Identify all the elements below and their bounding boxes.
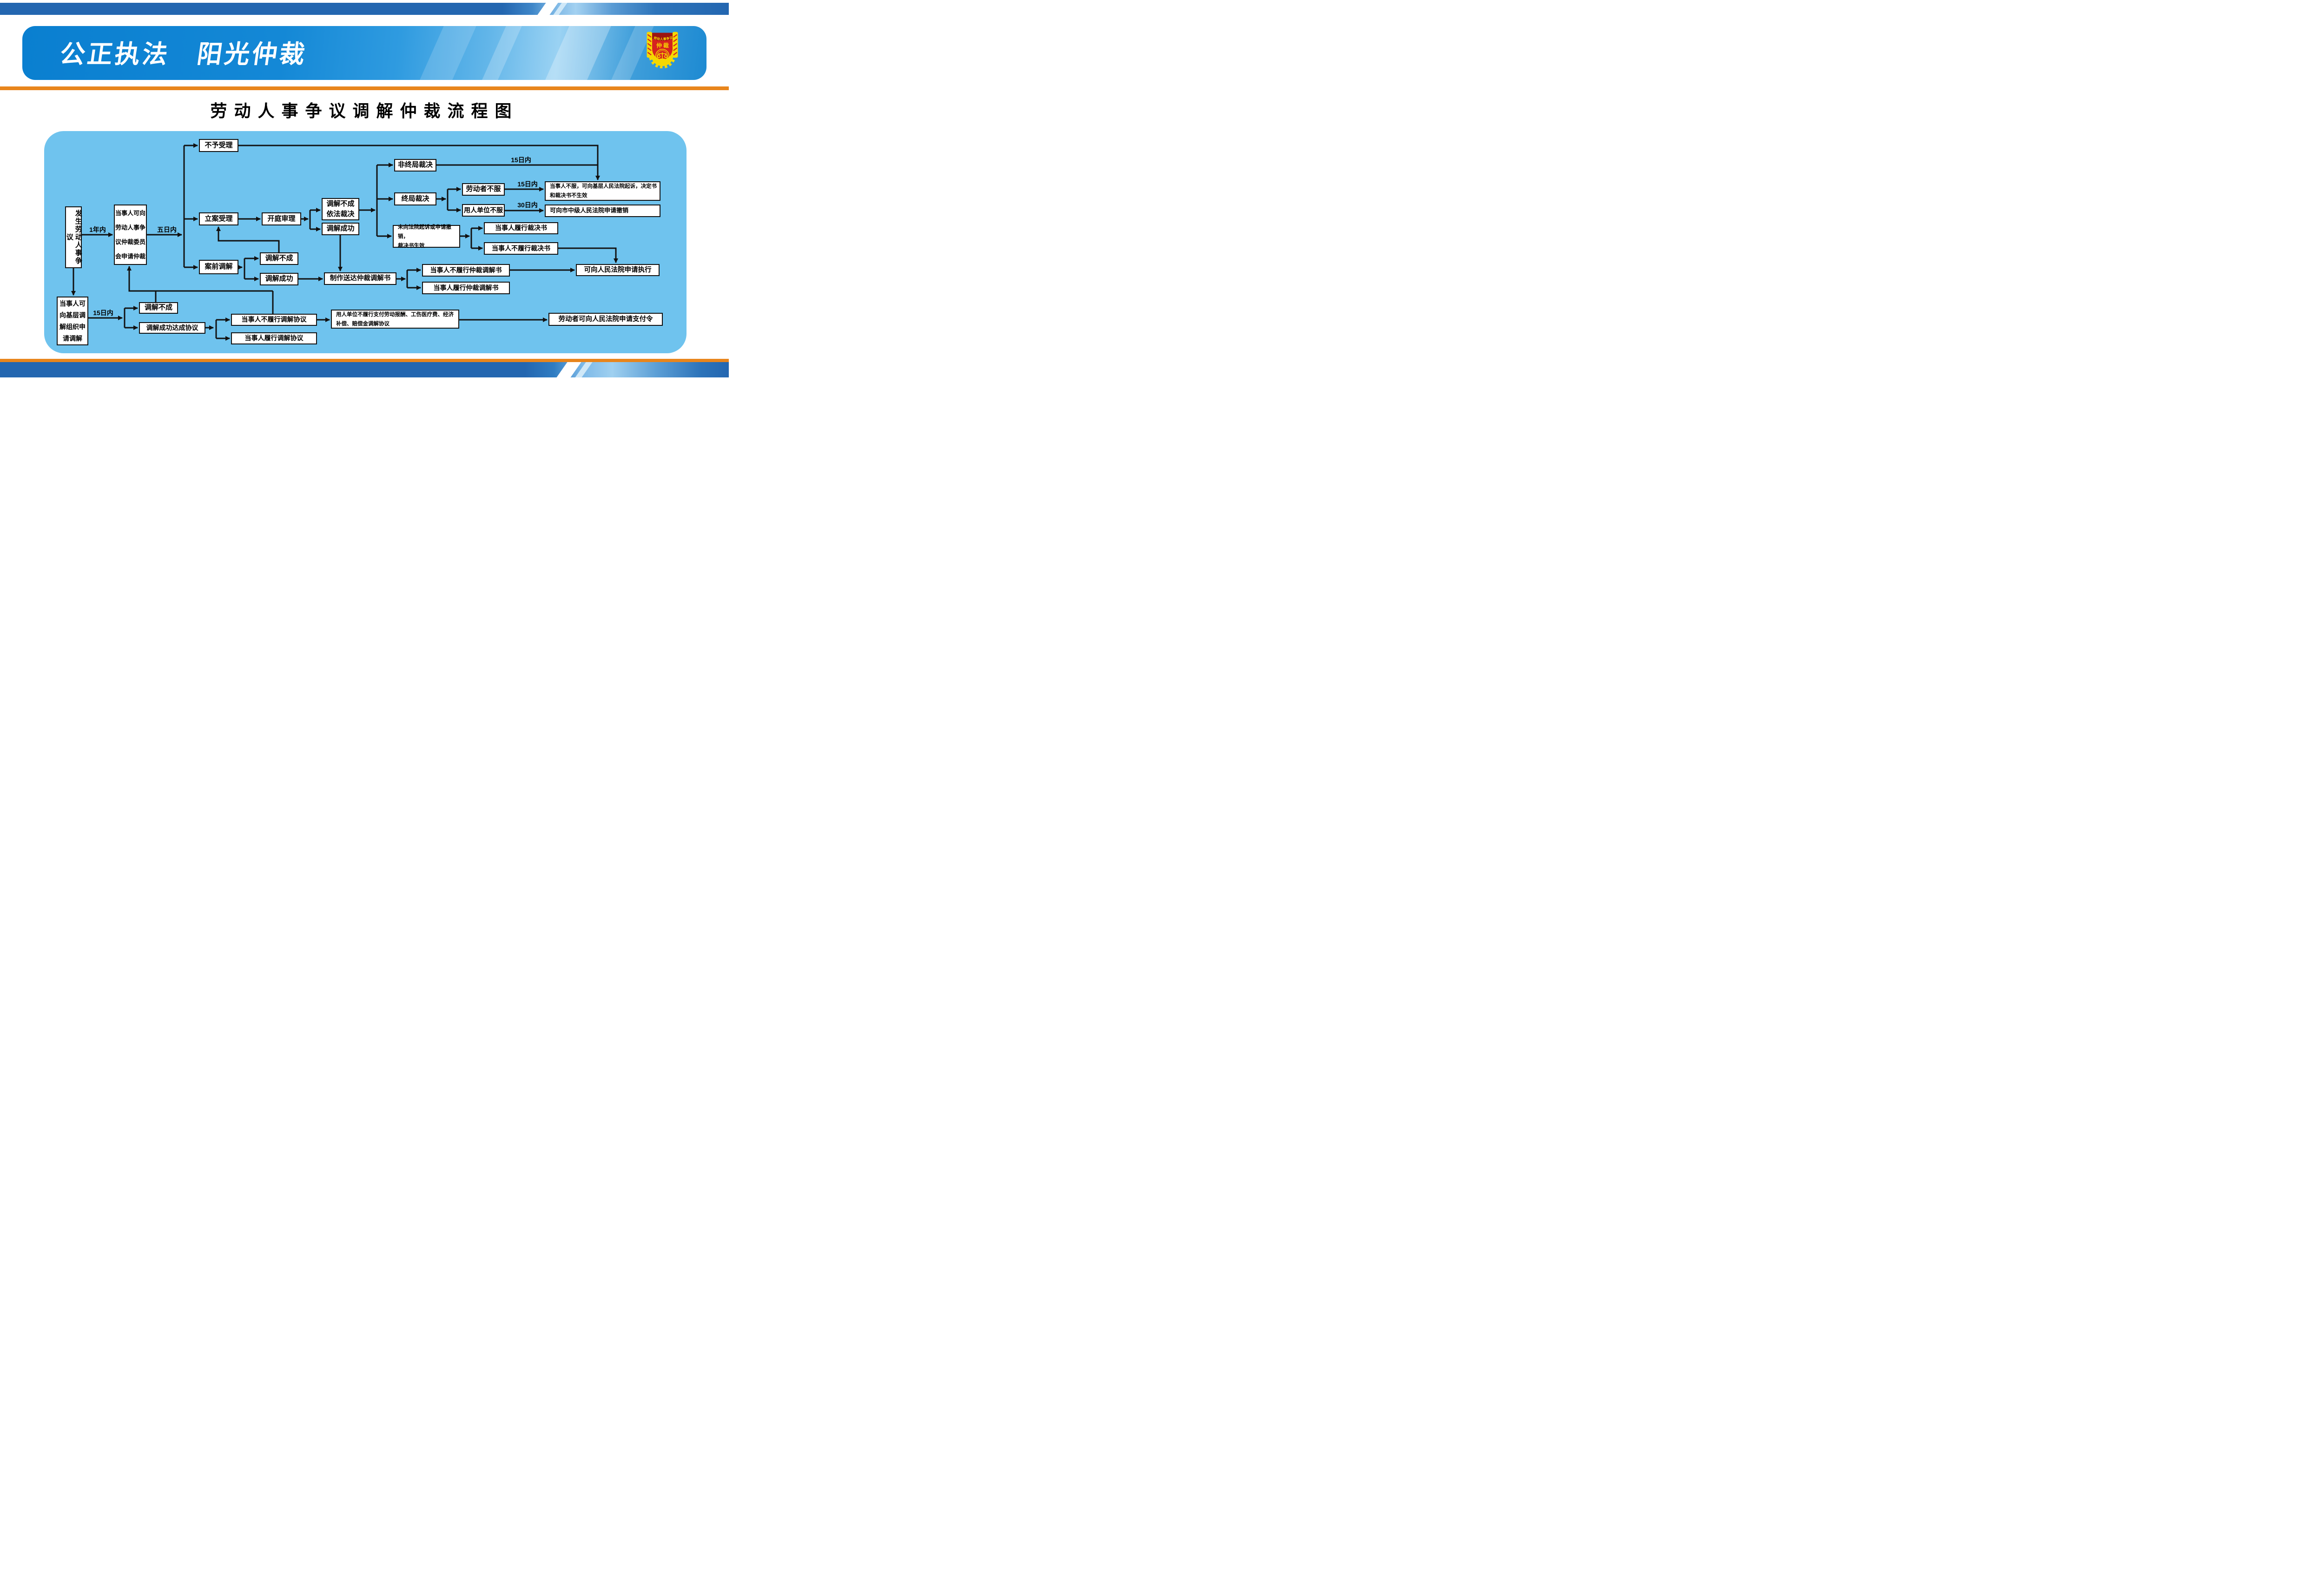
node-pre-case-mediation: 案前调解	[199, 260, 238, 274]
node-not-perform-mediation-doc: 当事人不履行仲裁调解书	[422, 264, 510, 277]
node-perform-mediation-doc: 当事人履行仲裁调解书	[422, 282, 510, 294]
scales-icon	[657, 52, 668, 59]
bottom-blue-bar	[0, 362, 729, 377]
node-grassroots-agreement: 调解成功达成协议	[139, 322, 205, 334]
node-not-perform-award: 当事人不履行裁决书	[484, 242, 558, 255]
flowchart-panel: 发生劳动人事争议 当事人可向 劳动人事争 议仲裁委员 会申请仲裁 不予受理 立案…	[44, 131, 687, 353]
node-sue-basic-court: 当事人不服，可向基层人民法院起诉，决定书 和裁决书不生效	[545, 181, 660, 201]
node-non-final-award: 非终局裁决	[394, 159, 436, 172]
node-apply-arbitration: 当事人可向 劳动人事争 议仲裁委员 会申请仲裁	[114, 205, 147, 265]
node-apply-grassroots-mediation: 当事人可 向基层调 解组织申 请调解	[57, 297, 88, 345]
node-apply-revoke: 可向市中级人民法院申请撤销	[545, 205, 660, 217]
node-worker-dissatisfied: 劳动者不服	[462, 183, 505, 196]
node-final-award: 终局裁决	[394, 192, 436, 205]
node-apply-enforcement: 可向人民法院申请执行	[576, 264, 660, 276]
edge-not-perform-to-enforcement	[558, 247, 618, 263]
banner-stripe	[477, 26, 526, 80]
flowchart-connectors	[71, 143, 618, 341]
node-pre-mediation-succeeded: 调解成功	[260, 273, 298, 285]
node-mediation-failed-ruling: 调解不成 依法裁决	[322, 198, 359, 220]
node-award-effective: 未向法院起诉或申请撤销， 裁决书生效	[393, 224, 460, 249]
header-banner: 公正执法 阳光仲裁 劳动人事争议 仲裁	[22, 26, 706, 80]
edge-not-accepted-to-sue-court	[238, 145, 600, 180]
node-perform-award: 当事人履行裁决书	[484, 222, 558, 234]
orange-divider-bottom	[0, 359, 729, 362]
node-apply-payment-order: 劳动者可向人民法院申请支付令	[548, 313, 663, 326]
label-within-5-days: 五日内	[157, 226, 177, 233]
top-blue-bar	[0, 3, 729, 15]
banner-stripe	[415, 26, 481, 80]
poster-page: 公正执法 阳光仲裁 劳动人事争议 仲裁 劳动人事争议调解仲裁流程图	[0, 0, 729, 381]
node-employer-dissatisfied: 用人单位不服	[462, 204, 505, 217]
node-not-accepted: 不予受理	[199, 139, 238, 152]
label-within-15-days-top: 15日内	[511, 156, 531, 164]
node-employer-not-pay: 用人单位不履行支付劳动报酬、工伤医疗费、经济 补偿、赔偿金调解协议	[331, 310, 459, 329]
edge-pre-failed-to-case-accepted	[216, 226, 280, 252]
node-grassroots-mediation-failed: 调解不成	[139, 302, 178, 314]
node-perform-agreement: 当事人履行调解协议	[231, 332, 317, 344]
node-case-accepted: 立案受理	[199, 212, 238, 225]
label-within-15-days-worker: 15日内	[517, 180, 538, 188]
node-dispute-occurs: 发生劳动人事争议	[65, 206, 82, 268]
node-not-perform-agreement: 当事人不履行调解协议	[231, 314, 317, 326]
label-within-1-year: 1年内	[89, 226, 106, 233]
orange-divider-top	[0, 86, 729, 90]
banner-slogan: 公正执法 阳光仲裁	[58, 39, 309, 69]
label-within-15-days-grassroots: 15日内	[93, 309, 113, 317]
page-title: 劳动人事争议调解仲裁流程图	[210, 101, 519, 120]
label-within-30-days: 30日内	[517, 201, 538, 209]
banner-stripe	[540, 26, 615, 80]
node-pre-mediation-failed: 调解不成	[260, 252, 298, 265]
emblem-center-text: 仲裁	[656, 42, 670, 49]
node-mediation-succeeded: 调解成功	[322, 223, 359, 235]
node-make-mediation-doc: 制作送达仲裁调解书	[324, 272, 396, 285]
edge-back-to-apply-arbitration	[127, 266, 273, 292]
arbitration-emblem-icon: 劳动人事争议 仲裁	[647, 32, 678, 68]
node-court-hearing: 开庭审理	[262, 212, 301, 225]
